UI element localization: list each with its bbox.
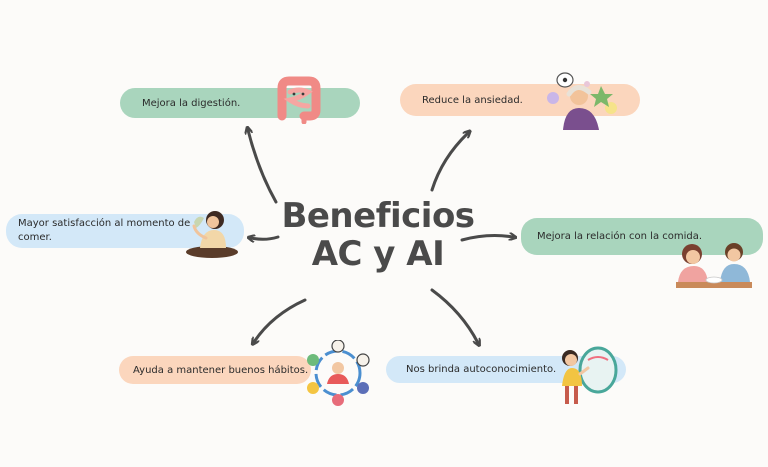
- benefit-relationship-text: Mejora la relación con la comida.: [537, 231, 703, 242]
- anxious-person-icon: [547, 72, 617, 130]
- intestine-icon: [277, 76, 321, 124]
- habit-cycle-icon: [307, 340, 370, 406]
- benefit-relationship: Mejora la relación con la comida.: [521, 218, 763, 255]
- arrow-to-anxiety: [430, 133, 468, 192]
- couple-eating-icon: [676, 243, 752, 288]
- arrow-to-habits: [254, 298, 307, 342]
- benefit-selfknowledge-text: Nos brinda autoconocimiento.: [406, 364, 557, 375]
- diagram-title: Beneficios AC y AI: [268, 197, 488, 273]
- benefit-habits: Ayuda a mantener buenos hábitos.: [119, 356, 311, 384]
- benefit-habits-text: Ayuda a mantener buenos hábitos.: [133, 364, 309, 376]
- title-line-2: AC y AI: [311, 234, 445, 274]
- arrow-to-digestion: [248, 130, 278, 204]
- meditating-woman-icon: [186, 211, 238, 258]
- benefit-anxiety-text: Reduce la ansiedad.: [422, 94, 523, 106]
- benefit-digestion-text: Mejora la digestión.: [142, 97, 241, 109]
- arrow-to-selfknowledge: [430, 288, 478, 343]
- benefit-satisfaction-line1: Mayor satisfacción al momento de: [18, 218, 191, 229]
- self-reflection-icon: [562, 346, 618, 404]
- arrow-to-relationship: [460, 236, 513, 242]
- benefit-satisfaction-line2: comer.: [18, 232, 52, 243]
- title-line-1: Beneficios: [281, 196, 475, 236]
- arrow-to-satisfaction: [251, 237, 280, 239]
